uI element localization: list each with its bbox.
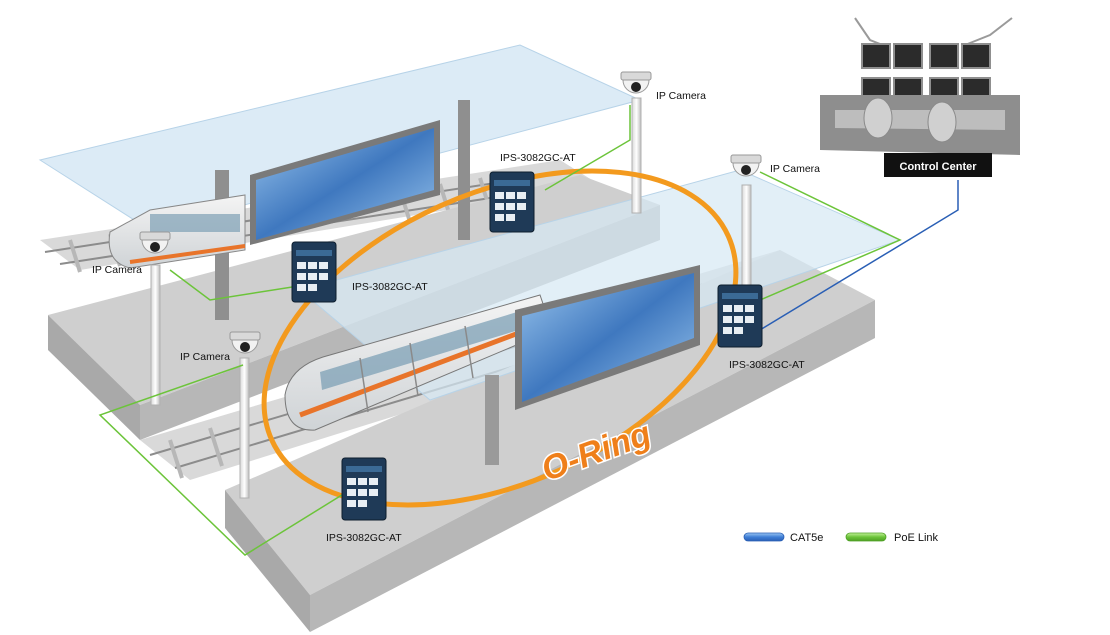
switch-label: IPS-3082GC-AT [729,359,805,371]
switch-4 [341,457,387,521]
svg-text:PoE Link: PoE Link [894,532,939,544]
lower-train [284,294,553,431]
switch-label: IPS-3082GC-AT [352,281,428,293]
camera-label: IP Camera [770,163,820,175]
upper-display-screen [250,120,440,245]
ip-camera-icon [229,331,261,354]
ip-camera-icon [139,231,171,254]
lower-platform [225,250,875,632]
poe-link-cam3 [544,105,631,191]
ip-camera-icon [730,154,762,177]
svg-text:CAT5e: CAT5e [790,532,823,544]
poe-link-cam4 [759,171,902,301]
switch-1 [291,241,337,303]
poe-link-cam2 [98,364,359,556]
camera-label: IP Camera [92,264,142,276]
o-ring-loop [261,168,739,508]
switch-label: IPS-3082GC-AT [500,152,576,164]
cat5e-link [759,180,959,331]
camera-label: IP Camera [656,90,706,102]
legend-cat5e: CAT5e [743,532,823,544]
camera-pole-2 [239,357,250,499]
legend: CAT5e PoE Link [743,532,939,544]
control-center-label: Control Center [900,161,978,173]
operator-chairs [863,97,957,143]
monitor-wall [861,43,991,103]
poe-link-cam1 [169,269,306,301]
control-center-label-box [884,153,992,177]
camera-label: IP Camera [180,351,230,363]
legend-poe-link: PoE Link [845,532,939,544]
switch-label: IPS-3082GC-AT [326,532,402,544]
camera-pole-3 [631,97,642,214]
control-center: Control Center [820,17,1020,177]
switch-2 [489,171,535,233]
camera-pole-4 [741,184,752,286]
ip-camera-icon [620,71,652,94]
switch-3 [717,284,763,348]
lower-display-screen [515,265,700,410]
camera-pole-1 [150,264,161,406]
poe-links [98,105,902,556]
upper-train [108,194,246,269]
